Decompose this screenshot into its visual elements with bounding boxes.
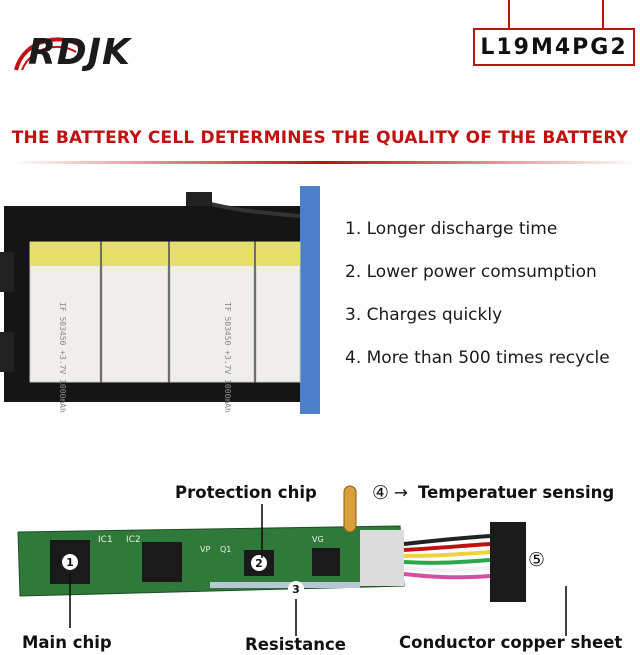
- headline-gradient-rule: [12, 161, 638, 164]
- hanger-line-left: [508, 0, 510, 28]
- headline: THE BATTERY CELL DETERMINES THE QUALITY …: [11, 128, 629, 148]
- logo-swoosh-icon: [14, 37, 86, 71]
- conductor-marker: ⑤: [528, 549, 546, 571]
- main-chip-label: Main chip: [22, 633, 112, 652]
- temp-sensing-label: Temperatuer sensing: [418, 483, 615, 502]
- protection-board-image: IC1 IC2 VP Q1 VG 1 2 3: [17, 485, 567, 636]
- brand-logo: RDJK: [14, 30, 184, 76]
- conductor-label: Conductor copper sheet: [399, 633, 623, 652]
- marker-2: 2: [255, 557, 263, 570]
- silk-vp: VP: [200, 545, 210, 554]
- temp-arrow-icon: →: [394, 483, 408, 502]
- feature-item: 1. Longer discharge time: [345, 219, 558, 239]
- battery-cells: [29, 241, 301, 383]
- resistance-label: Resistance: [245, 635, 346, 654]
- hanger-line-right: [602, 0, 604, 28]
- marker-1: 1: [66, 556, 74, 569]
- wire-bundle: [403, 534, 491, 580]
- silk-vg: VG: [312, 535, 324, 544]
- battery-edge-blue: [300, 186, 320, 414]
- cell-print-left: IF 503450 +3.7V 1000mAh: [58, 302, 67, 413]
- brand-name: RDJK: [28, 32, 131, 73]
- battery-pack-image: IF 503450 +3.7V 1000mAh TF 503450 +3.7V …: [0, 186, 320, 414]
- silk-ic2: IC2: [126, 535, 141, 545]
- marker-3: 3: [292, 583, 300, 596]
- protection-chip-label: Protection chip: [175, 483, 317, 502]
- temp-sensing-marker: ④: [372, 482, 390, 504]
- feature-item: 2. Lower power comsumption: [345, 262, 597, 282]
- feature-item: 3. Charges quickly: [345, 305, 503, 325]
- feature-list: 1. Longer discharge time 2. Lower power …: [345, 216, 640, 388]
- model-tag: L19M4PG2: [473, 28, 635, 66]
- leader-lines: [69, 504, 567, 636]
- silk-ic1: IC1: [98, 535, 113, 545]
- feature-item: 4. More than 500 times recycle: [345, 348, 610, 368]
- connector-plug: [490, 522, 526, 602]
- silk-q1: Q1: [220, 545, 231, 554]
- cell-print-right: TF 503450 +3.7V 1000mAh: [223, 302, 232, 413]
